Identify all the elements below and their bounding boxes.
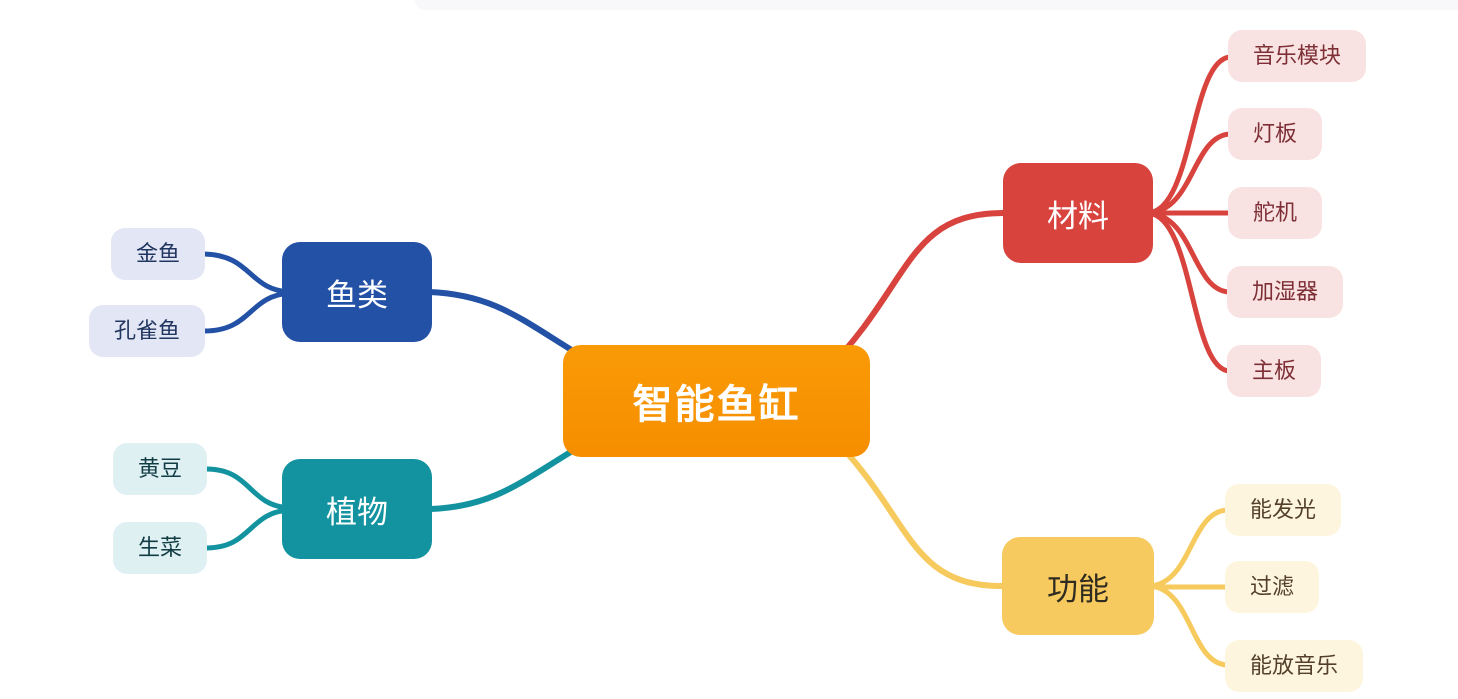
connector-root-materials [822, 210, 1007, 375]
child-node-light-panel[interactable]: 灯板 [1228, 108, 1323, 160]
child-node-mainboard[interactable]: 主板 [1227, 345, 1322, 397]
connector-fish-guppy [201, 290, 293, 334]
child-node-can-glow[interactable]: 能发光 [1225, 484, 1342, 536]
connector-plants-lettuce [203, 507, 293, 551]
connector-materials-music [1145, 54, 1233, 216]
child-node-lettuce[interactable]: 生菜 [112, 522, 207, 574]
child-node-play-music[interactable]: 能放音乐 [1225, 640, 1364, 692]
connector-functions-playmusic [1147, 583, 1230, 668]
child-node-goldfish[interactable]: 金鱼 [110, 228, 205, 280]
connector-materials-mainboard [1145, 210, 1232, 374]
connector-root-functions [822, 427, 1005, 589]
branch-node-fish[interactable]: 鱼类 [282, 242, 432, 342]
child-node-soybean[interactable]: 黄豆 [112, 443, 207, 495]
connector-fish-goldfish [201, 251, 293, 295]
child-node-servo[interactable]: 舵机 [1228, 187, 1323, 239]
child-node-humidifier[interactable]: 加湿器 [1227, 266, 1344, 318]
branch-node-plants[interactable]: 植物 [282, 459, 432, 559]
window-top-strip [415, 0, 1458, 10]
child-node-music-module[interactable]: 音乐模块 [1228, 30, 1367, 82]
connector-functions-glow [1147, 507, 1230, 589]
child-node-guppy[interactable]: 孔雀鱼 [88, 305, 205, 357]
connector-materials-lightpanel [1145, 131, 1233, 216]
branch-node-functions[interactable]: 功能 [1002, 537, 1154, 635]
branch-node-materials[interactable]: 材料 [1003, 163, 1153, 263]
connector-plants-soybean [203, 466, 293, 511]
child-node-filter[interactable]: 过滤 [1225, 561, 1320, 613]
root-node-smart-fishtank[interactable]: 智能鱼缸 [563, 345, 870, 457]
